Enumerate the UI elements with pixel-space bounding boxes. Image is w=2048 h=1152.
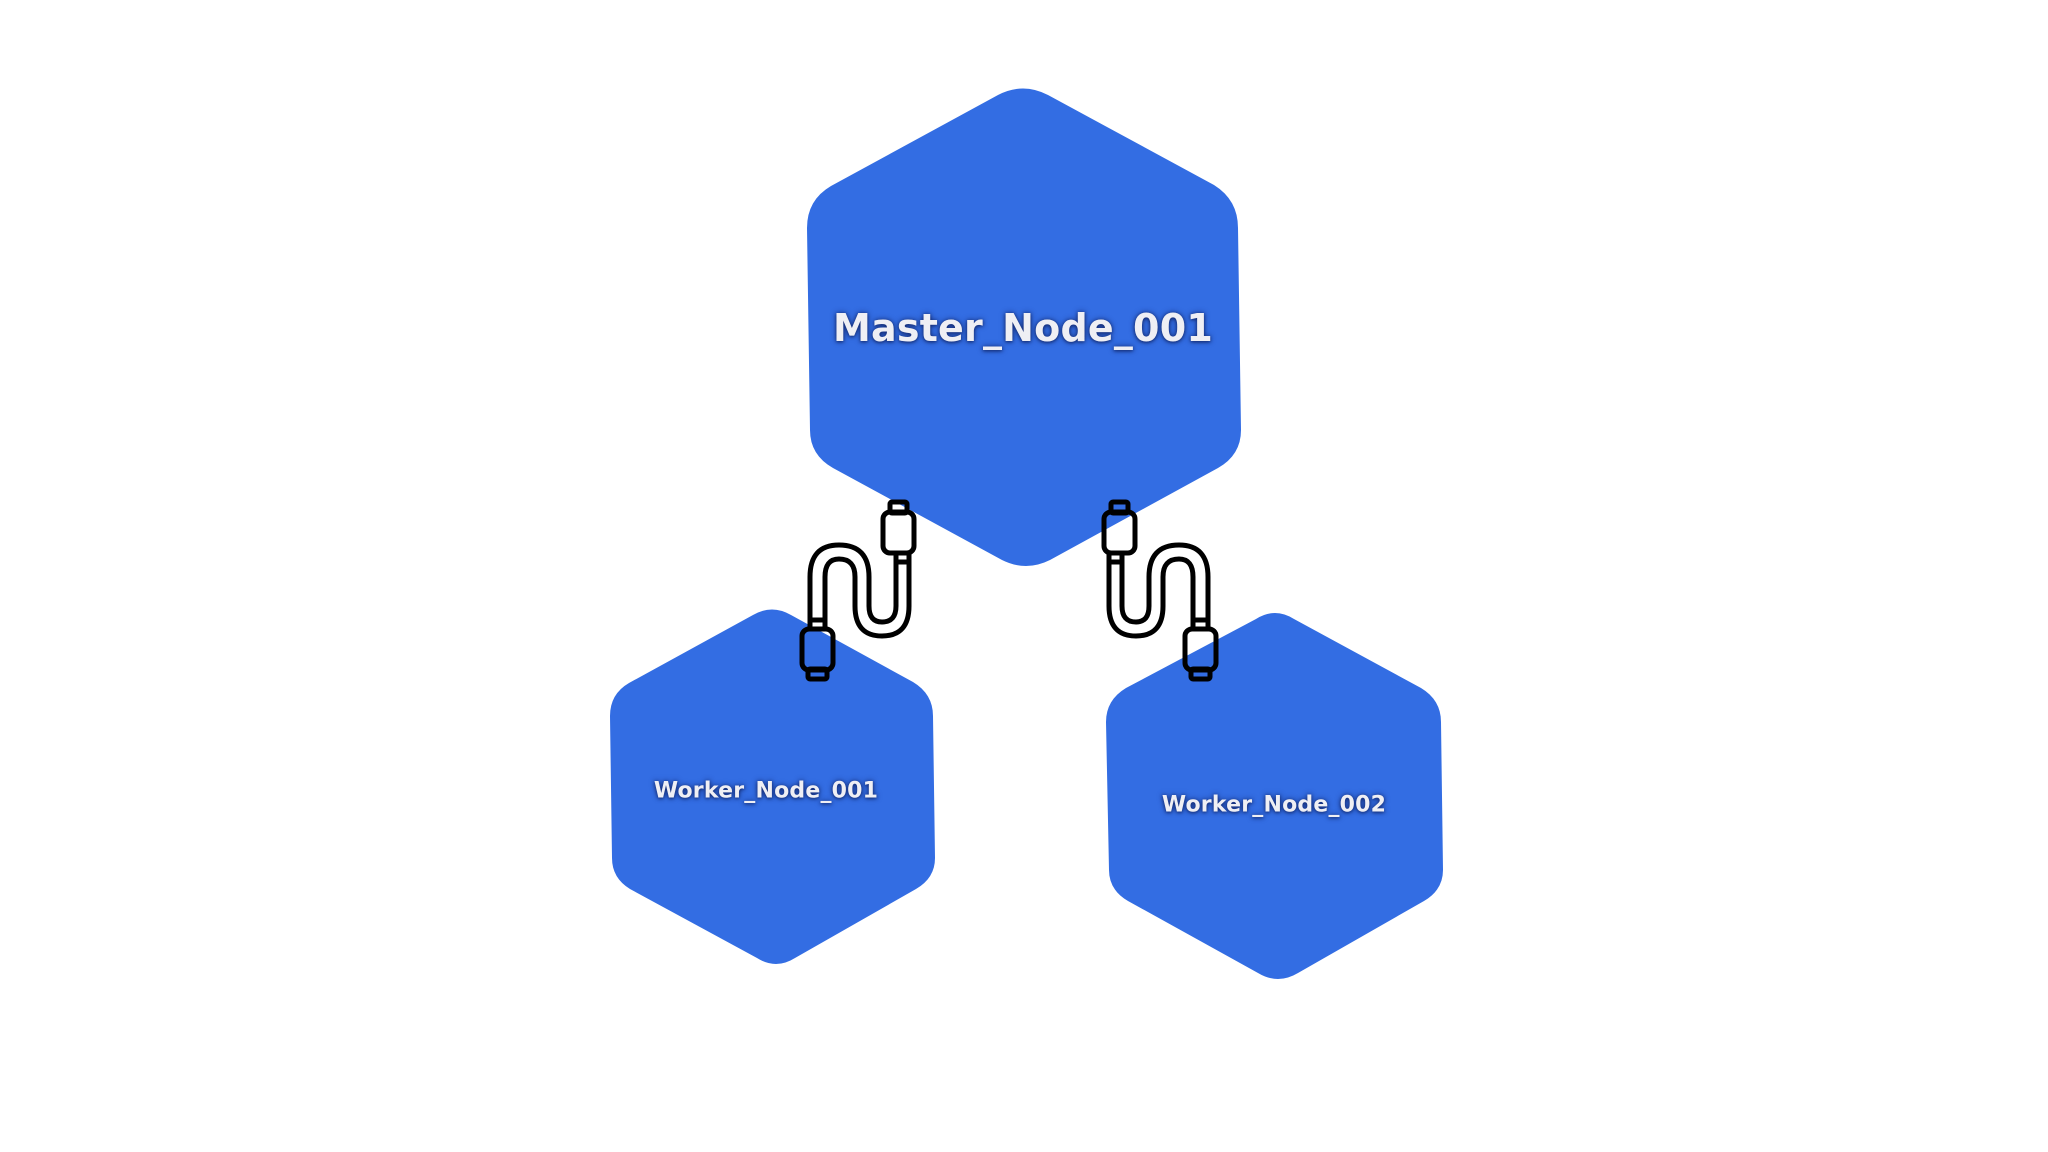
usb-cable-icon xyxy=(1101,499,1219,682)
worker-node-002-label: Worker_Node_002 xyxy=(1161,792,1387,818)
usb-cable-icon xyxy=(799,499,917,682)
worker-node-002-hexagon[interactable] xyxy=(1106,613,1443,979)
master-node-hexagon[interactable] xyxy=(807,88,1241,567)
worker-node-001-hexagon[interactable] xyxy=(610,609,935,965)
master-node-label: Master_Node_001 xyxy=(833,306,1213,350)
worker-node-001-label: Worker_Node_001 xyxy=(653,778,879,804)
